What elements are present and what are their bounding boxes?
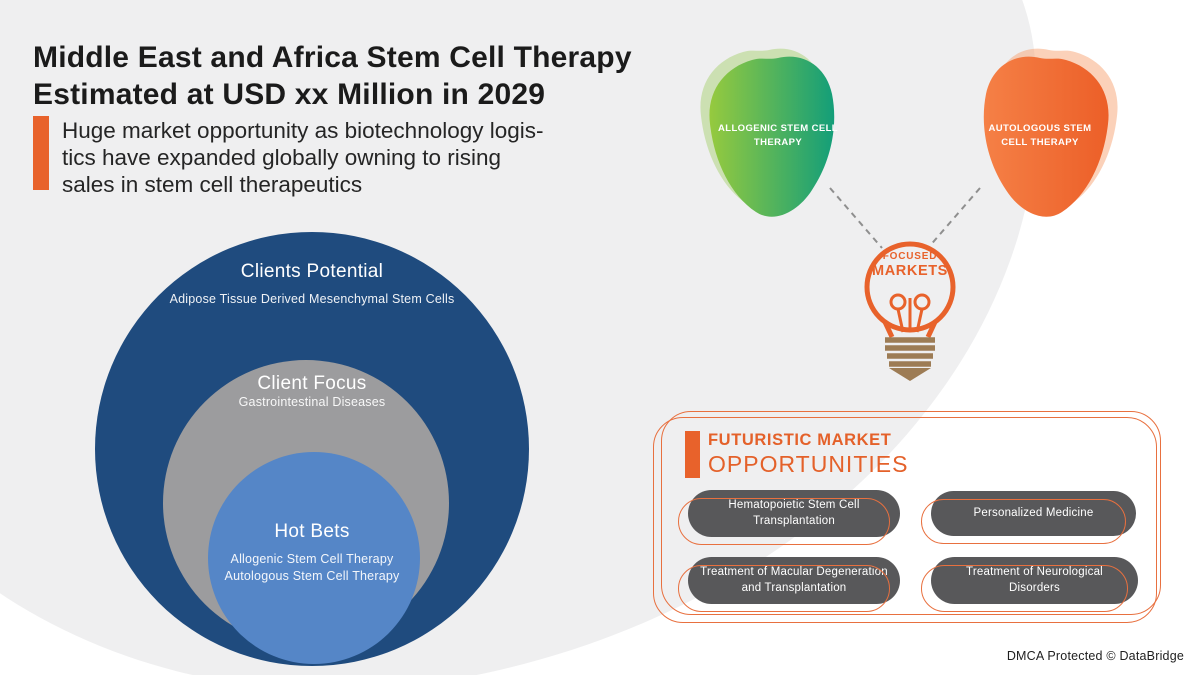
title-line-2: Estimated at USD xx Million in 2029 — [33, 77, 546, 111]
opportunity-pill-macular-degeneration: Treatment of Macular Degeneration and Tr… — [678, 557, 900, 612]
focused-label-line-1: FOCUSED — [882, 251, 938, 262]
allogenic-branch-label: ALLOGENIC STEM CELL THERAPY — [717, 123, 838, 148]
clients-potential-label: Clients Potential — [240, 261, 384, 282]
title-line-1: Middle East and Africa Stem Cell Therapy — [33, 41, 632, 74]
accent-bar — [33, 116, 49, 190]
futuristic-title-line-2: OPPORTUNITIES — [708, 451, 909, 477]
autologous-shape — [983, 48, 1118, 217]
client-focus-label: Client Focus — [257, 373, 367, 394]
client-focus-detail: Gastrointestinal Diseases — [238, 395, 386, 409]
focused-label-line-2: MARKETS — [872, 262, 948, 279]
hot-bets-label: Hot Bets — [274, 521, 350, 542]
highlight-block: Huge market opportunity as biotechnology… — [33, 116, 544, 198]
lightbulb-graphic — [864, 241, 956, 381]
highlight-line-2: tics have expanded globally owning to ri… — [62, 145, 502, 170]
futuristic-title-line-1: FUTURISTIC MARKET — [708, 431, 892, 449]
page-title: Middle East and Africa Stem Cell Therapy… — [33, 40, 632, 114]
hot-bets-detail-1: Allogenic Stem Cell Therapy — [230, 552, 394, 566]
focused-markets-cluster: ALLOGENIC STEM CELL THERAPY AUTOLOGOUS S… — [690, 40, 1160, 390]
futuristic-accent-bar — [685, 431, 700, 478]
lightbulb-icon: FOCUSED MARKETS — [855, 230, 965, 385]
autologous-branch-label: AUTOLOGOUS STEM CELL THERAPY — [988, 123, 1092, 148]
opportunity-pill-personalized-medicine: Personalized Medicine — [921, 491, 1136, 544]
dmca-footer: DMCA Protected © DataBridge — [1006, 649, 1184, 663]
hot-bets-detail-2: Autologous Stem Cell Therapy — [224, 569, 400, 583]
opportunity-pill-hematopoietic: Hematopoietic Stem Cell Transplantation — [678, 490, 900, 545]
focused-markets-label: FOCUSED MARKETS — [855, 251, 965, 279]
clients-potential-detail: Adipose Tissue Derived Mesenchymal Stem … — [169, 292, 455, 306]
allogenic-shape — [700, 48, 835, 217]
opportunity-pill-neurological-disorders: Treatment of Neurological Disorders — [921, 557, 1138, 612]
highlight-text: Huge market opportunity as biotechnology… — [62, 116, 544, 198]
left-dashed-connector — [829, 187, 883, 249]
hot-bets-circle — [208, 452, 420, 664]
highlight-line-1: Huge market opportunity as biotechnology… — [62, 118, 544, 143]
dashed-connectors — [829, 187, 981, 249]
futuristic-title-block: FUTURISTIC MARKET OPPORTUNITIES — [685, 431, 908, 478]
highlight-line-3: sales in stem cell therapeutics — [62, 172, 363, 197]
right-dashed-connector — [927, 187, 981, 249]
